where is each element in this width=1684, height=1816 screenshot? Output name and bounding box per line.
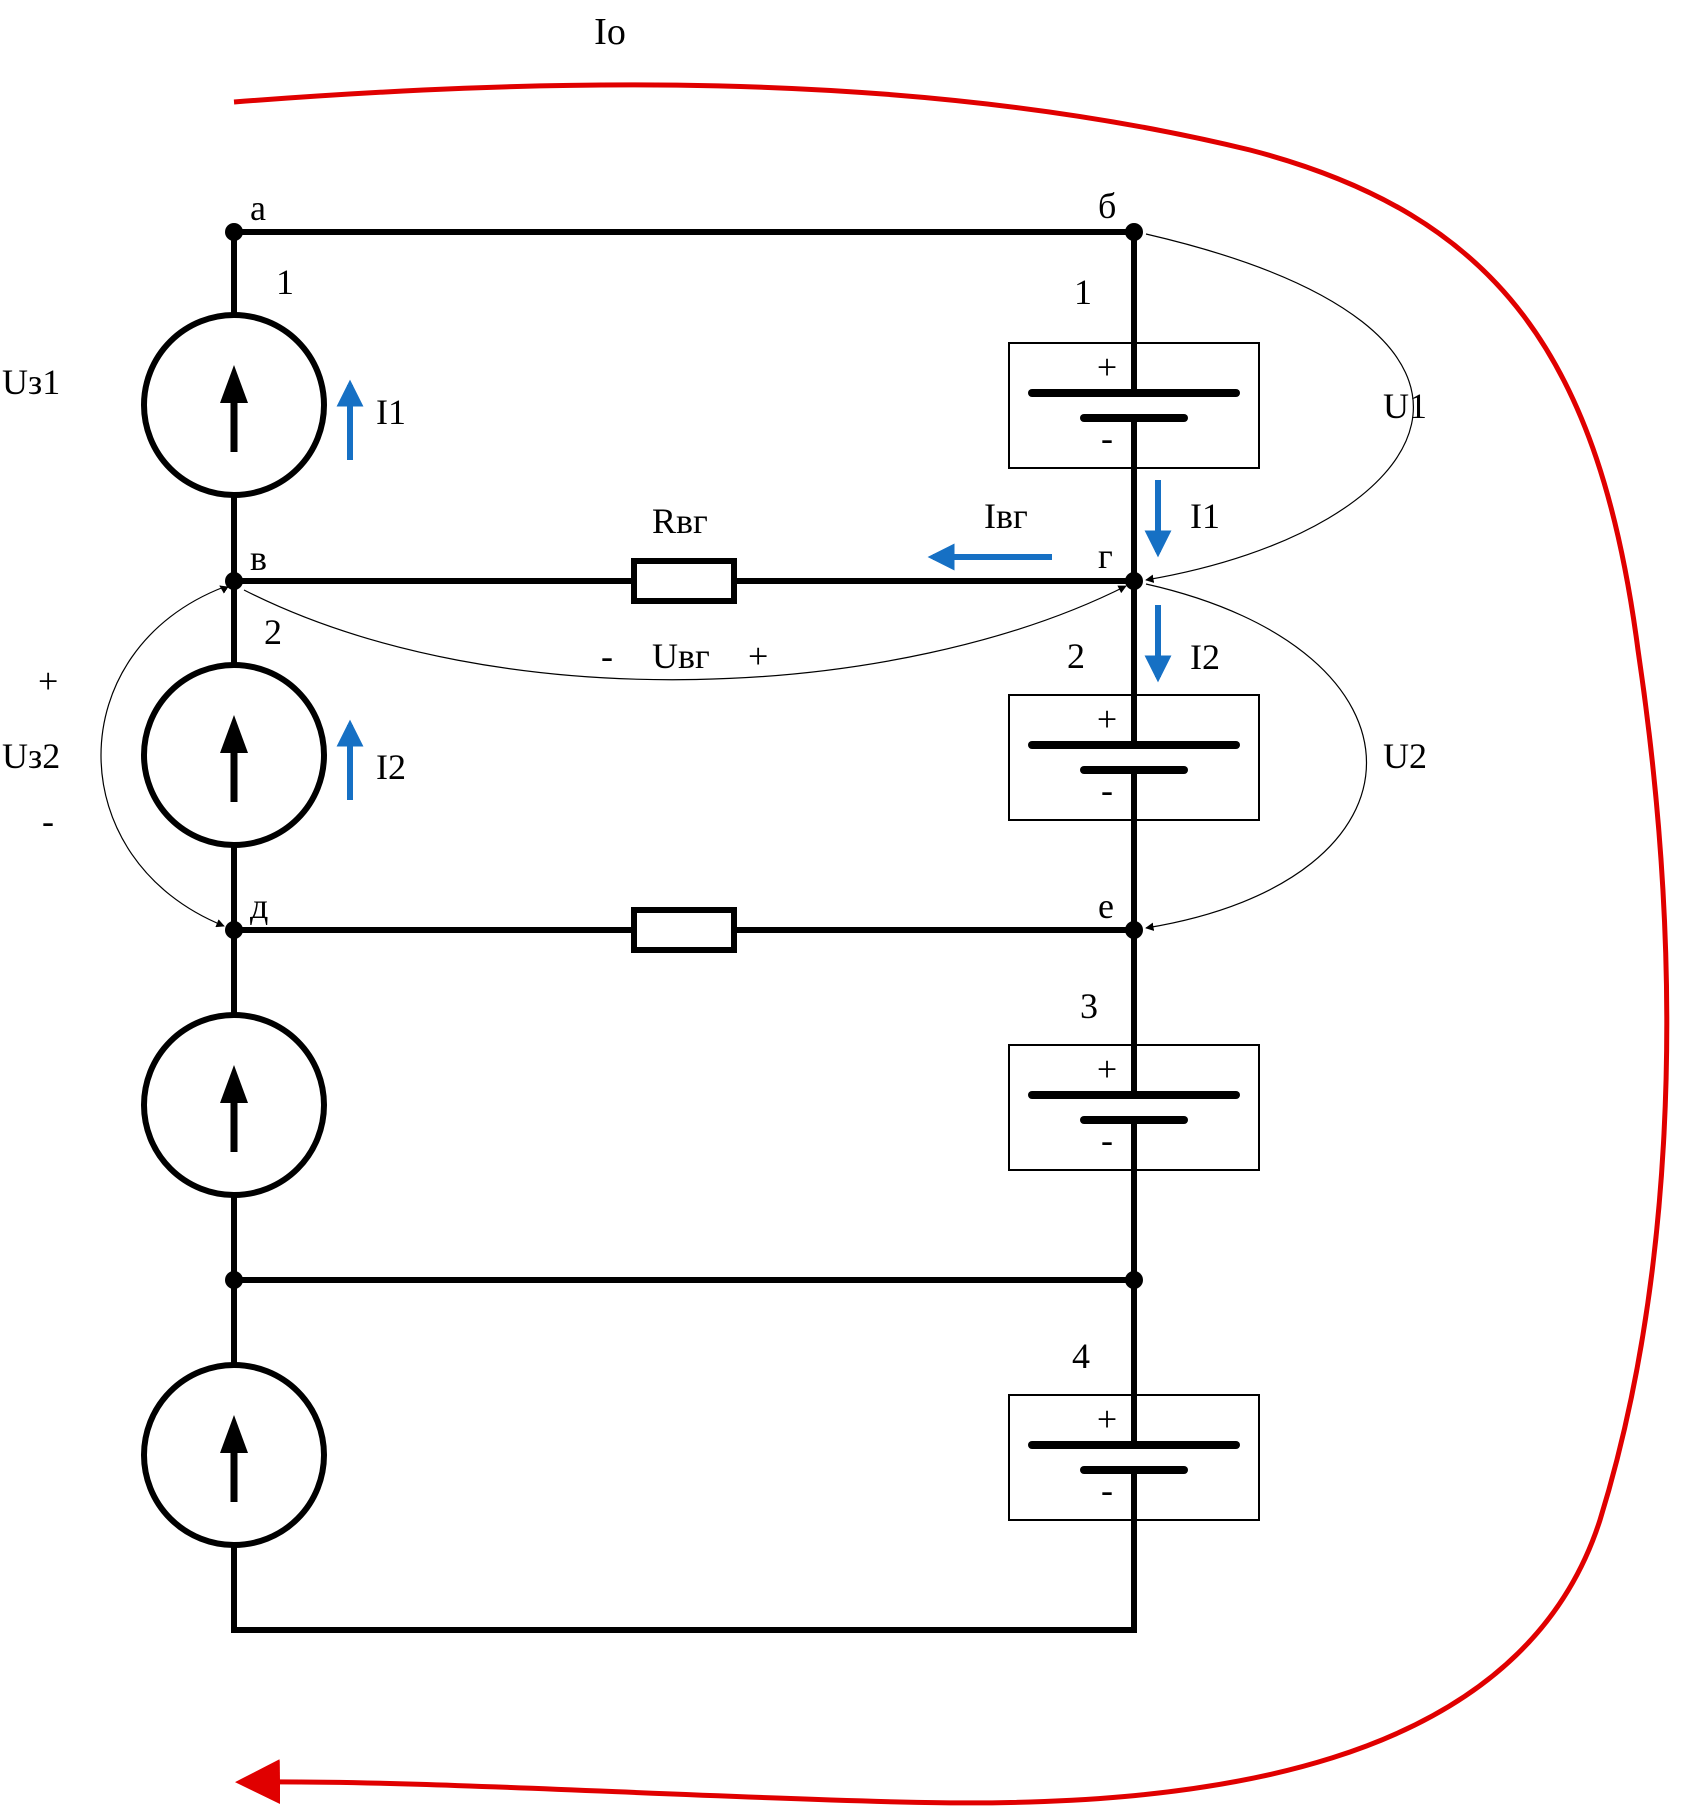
i1-right-label: I1 [1190,496,1220,536]
rvg-label: Rвг [652,501,708,541]
voltage-arc-uvg [243,585,1127,681]
right-index-2: 2 [1067,636,1085,676]
right-index-3: 3 [1080,986,1098,1026]
node-v-label: в [250,538,267,578]
current-source-4 [141,1362,327,1548]
loop-current-label: Io [594,11,626,53]
i2-right-label: I2 [1190,637,1220,677]
voltage-arc-u1 [1145,233,1414,583]
current-source-2 [141,662,327,848]
left-index-2: 2 [264,612,282,652]
voltage-arc-uz2 [100,586,225,928]
u2-label: U2 [1383,736,1427,776]
voltage-arc-uz2-head [219,585,229,594]
battery-1: + - [1008,340,1260,471]
battery-2: + - [1008,692,1260,823]
uz2-plus: + [38,661,58,701]
i1-left-label: I1 [376,392,406,432]
uvg-plus: + [748,636,768,676]
u1-label: U1 [1383,386,1427,426]
right-index-4: 4 [1072,1336,1090,1376]
battery-4-minus: - [1101,1470,1113,1510]
battery-1-plus: + [1097,347,1117,387]
current-source-1 [141,312,327,498]
node-b-label: б [1098,186,1116,226]
junction-dots [225,223,1143,1289]
uz2-label: Uз2 [2,736,60,776]
battery-3: + - [1008,1042,1260,1173]
uz1-label: Uз1 [2,362,60,402]
loop-current-arrow [233,82,1670,1806]
node-a-label: а [250,188,266,228]
node-d-label: д [250,886,268,926]
voltage-arc-u2 [1145,583,1367,931]
resistor-de [631,907,737,953]
uvg-minus: - [601,636,613,676]
i2-left-label: I2 [376,747,406,787]
left-index-1: 1 [276,262,294,302]
battery-4-plus: + [1097,1399,1117,1439]
resistor-rvg [631,558,737,604]
right-index-1: 1 [1074,272,1092,312]
current-source-3 [141,1012,327,1198]
node-e-label: е [1098,886,1114,926]
battery-1-minus: - [1101,418,1113,458]
battery-3-minus: - [1101,1120,1113,1160]
uz2-minus: - [42,801,54,841]
battery-3-plus: + [1097,1049,1117,1089]
battery-4: + - [1008,1392,1260,1523]
ivg-label: Iвг [984,496,1028,536]
battery-2-plus: + [1097,699,1117,739]
uvg-label: Uвг [652,636,710,676]
node-g-label: г [1098,536,1113,576]
battery-2-minus: - [1101,770,1113,810]
